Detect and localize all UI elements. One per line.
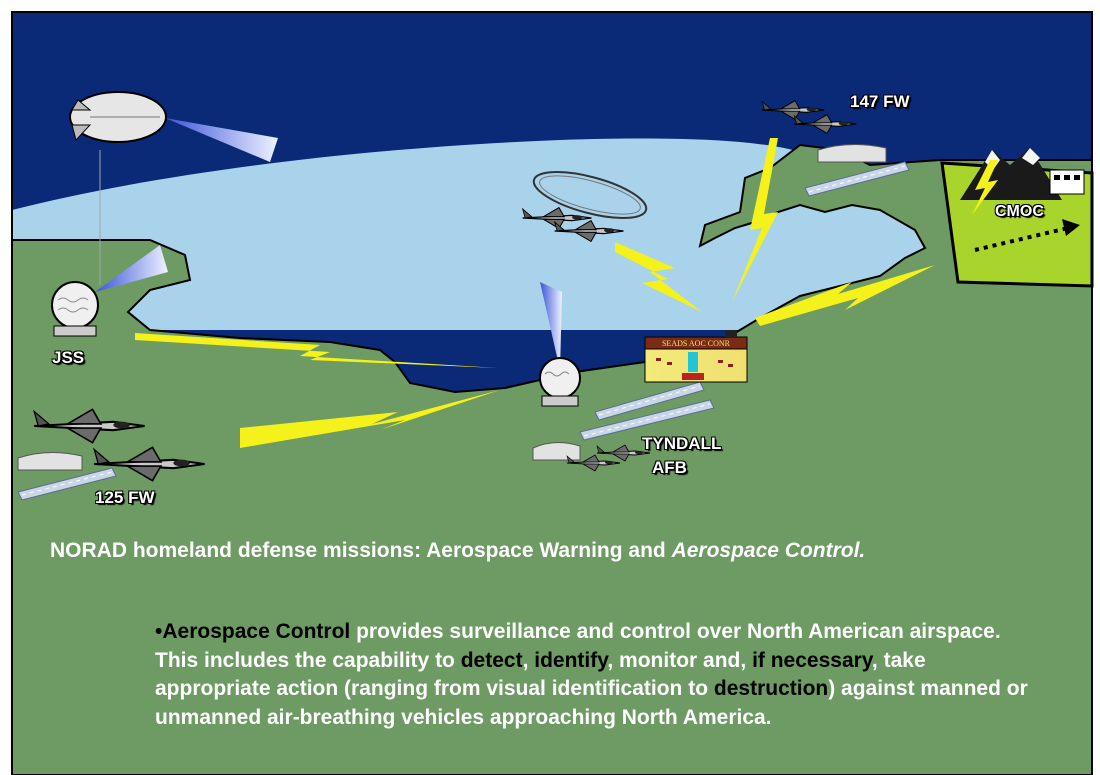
heading-italic-text: Aerospace Control. <box>671 539 866 562</box>
keyword-detect: detect <box>460 648 523 672</box>
seads-building-icon: SEADS AOC CONR <box>644 330 748 383</box>
keyword-if-necessary: if necessary <box>752 648 872 672</box>
mission-heading: NORAD homeland defense missions: Aerospa… <box>50 536 1040 565</box>
building-cluster-icon <box>1049 169 1085 195</box>
frame <box>11 11 1093 775</box>
label-jss: JSS <box>52 348 85 367</box>
detail-text-3: , monitor and, <box>607 648 753 672</box>
keyword-destruction: destruction <box>713 677 829 700</box>
cmoc-arrowhead <box>1062 219 1080 236</box>
lightning-bolt-cmoc <box>755 265 935 326</box>
keyword-identify: identify <box>534 648 608 672</box>
lightning-bolt-125fw <box>240 390 500 448</box>
detail-text-4: , take appropriate action (ranging from … <box>155 648 926 701</box>
hangar-125fw-icon <box>17 451 83 471</box>
hangar-147fw-icon <box>817 143 887 163</box>
hangar-tyndall-icon <box>532 442 581 461</box>
label-147fw: 147 FW <box>850 92 910 111</box>
jss-radar-beam <box>95 245 168 292</box>
bullet: • <box>155 620 163 643</box>
building-sign: SEADS AOC CONR <box>662 339 731 348</box>
runway-tyndall-1 <box>594 381 705 421</box>
awacs-orbit-ring <box>532 171 648 219</box>
aerospace-control-description: •Aerospace Control provides surveillance… <box>155 618 1035 732</box>
lightning-bolt-147fw <box>732 138 778 302</box>
detail-text-5: ) against manned or unmanned air-breathi… <box>155 677 1028 729</box>
heading-text: NORAD homeland defense missions: Aerospa… <box>50 539 672 562</box>
cmoc-arrow <box>974 226 1069 252</box>
blimp-radar-beam <box>165 118 278 162</box>
water <box>12 138 940 330</box>
tyndall-radar-beam <box>540 282 562 370</box>
term-aerospace-control: Aerospace Control <box>162 620 351 643</box>
detail-text-1: provides surveillance and control over N… <box>155 620 1001 672</box>
lightning-bolt-jss <box>135 333 498 368</box>
tyndall-radar-dome-icon <box>539 357 581 407</box>
label-125fw: 125 FW <box>95 488 155 507</box>
label-cmoc: CMOC <box>995 203 1044 220</box>
label-tyndall-line2: AFB <box>652 458 687 477</box>
label-tyndall-line1: TYNDALL <box>642 434 722 453</box>
runway-125fw <box>17 467 117 501</box>
lightning-bolt-center <box>615 242 702 312</box>
jss-radar-dome-icon <box>51 281 99 337</box>
lightning-bolt-mountain <box>972 160 998 215</box>
detail-text-2: , <box>522 648 535 672</box>
aerostat-blimp-icon <box>69 91 167 143</box>
